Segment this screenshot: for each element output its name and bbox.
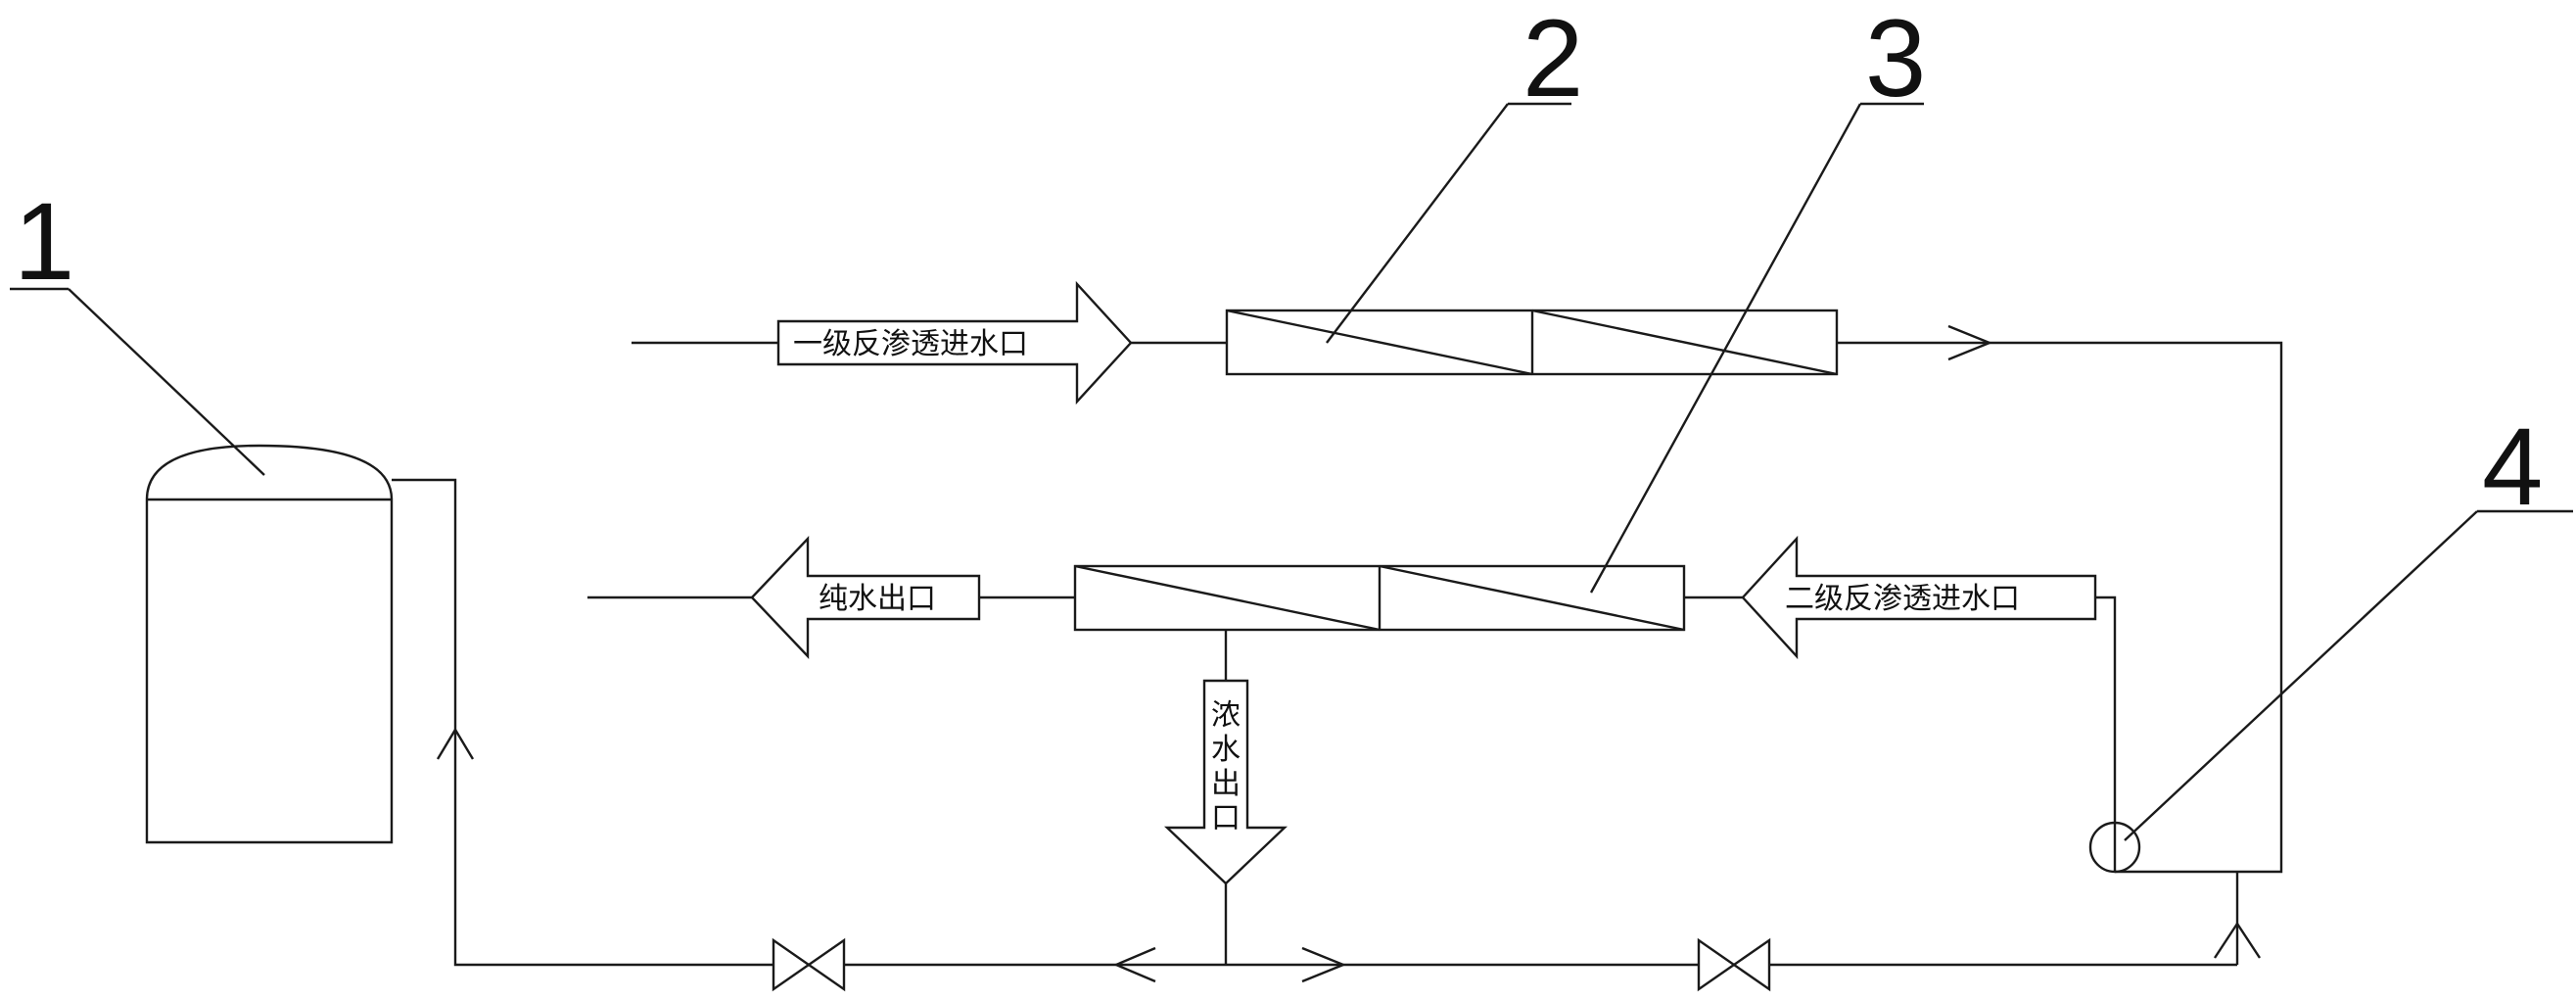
svg-text:1: 1	[14, 180, 74, 303]
svg-text:水: 水	[1211, 733, 1241, 767]
stage2-inlet-arrow: 二级反渗透进水口	[1741, 535, 2097, 660]
svg-text:纯水出口: 纯水出口	[819, 582, 936, 616]
valve-left	[772, 937, 846, 992]
svg-text:4: 4	[2482, 405, 2543, 528]
pure-water-outlet-arrow: 纯水出口	[750, 535, 981, 660]
pump-outlet-pipe	[2095, 596, 2117, 788]
stage1-inlet-arrow: 一级反渗透进水口	[776, 280, 1133, 405]
flow-arrow-right-bottom	[1301, 946, 1347, 983]
callout-1: 1	[10, 180, 265, 476]
svg-text:口: 口	[1211, 801, 1241, 835]
flow-arrow-left-bottom	[1112, 946, 1156, 983]
svg-text:出: 出	[1211, 767, 1241, 801]
flow-arrow-right-top	[1947, 324, 1993, 361]
callout-3: 3	[1589, 0, 1926, 594]
concentrate-outlet-arrow: 浓 水 出 口	[1163, 679, 1288, 885]
valve-right	[1697, 937, 1771, 992]
svg-text:2: 2	[1522, 0, 1583, 119]
ro-membrane-stage1	[1225, 309, 1839, 376]
stage1-outlet-pipe	[1837, 341, 2283, 874]
ro-membrane-stage2	[1073, 564, 1686, 632]
tank-outlet-pipe	[392, 478, 2237, 967]
svg-text:一级反渗透进水口: 一级反渗透进水口	[793, 327, 1028, 361]
svg-text:浓: 浓	[1211, 698, 1241, 733]
callout-4: 4	[2124, 405, 2573, 841]
flow-arrow-up	[436, 727, 475, 760]
svg-text:二级反渗透进水口: 二级反渗透进水口	[1785, 582, 2020, 616]
water-tank	[145, 444, 394, 844]
flow-arrow-up-right	[2213, 921, 2262, 959]
pump	[2088, 788, 2164, 874]
svg-text:3: 3	[1865, 0, 1926, 119]
callout-2: 2	[1326, 0, 1583, 344]
